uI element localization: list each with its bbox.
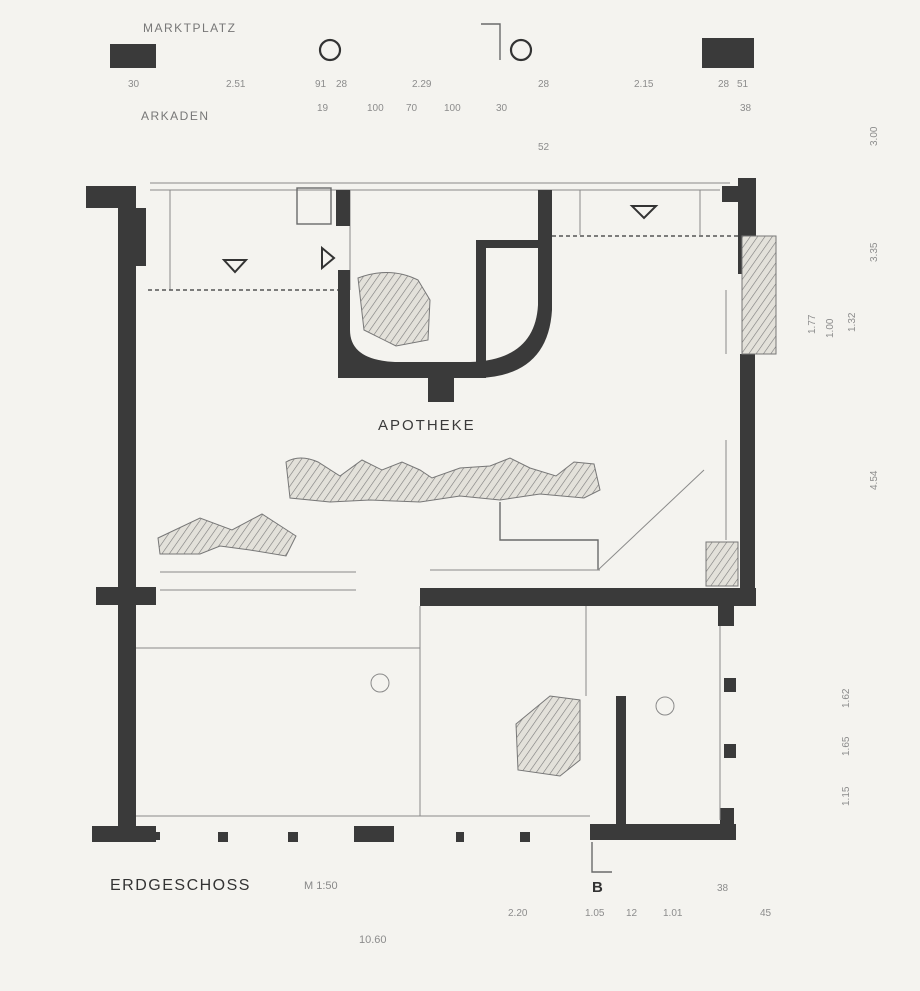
wall-left bbox=[118, 186, 136, 836]
dim-top: 28 bbox=[538, 79, 550, 90]
dim-arkaden: 100 bbox=[444, 103, 461, 114]
dim-right: 1.65 bbox=[841, 736, 852, 756]
column-top-2 bbox=[509, 38, 533, 62]
dim-right: 1.00 bbox=[825, 318, 836, 338]
dim-right: 3.35 bbox=[869, 242, 880, 262]
dim-arkaden: 100 bbox=[367, 103, 384, 114]
dim-top: 2.29 bbox=[412, 79, 432, 90]
dim-right: 1.15 bbox=[841, 786, 852, 806]
dim-arkaden: 30 bbox=[496, 103, 508, 114]
dim-right: 1.62 bbox=[841, 688, 852, 708]
dim-top: 28 bbox=[336, 79, 348, 90]
apotheke-counter-wall bbox=[338, 190, 552, 378]
dim-bottom: 1.05 bbox=[585, 908, 605, 919]
dim-right: 1.32 bbox=[847, 312, 858, 332]
marktplatz-label: MARKTPLATZ bbox=[143, 21, 237, 35]
dim-right: 4.54 bbox=[869, 470, 880, 490]
wall-bottom bbox=[92, 826, 156, 842]
dim-top: 2.15 bbox=[634, 79, 654, 90]
pier-top-right bbox=[702, 38, 754, 68]
section-marker-bottom bbox=[591, 842, 612, 873]
dim-arkaden: 70 bbox=[406, 103, 418, 114]
dim-note: 52 bbox=[538, 142, 550, 153]
dim-right: 3.00 bbox=[869, 126, 880, 146]
dim-top: 51 bbox=[737, 79, 749, 90]
bottom-38: 38 bbox=[717, 883, 729, 894]
dim-bottom: 45 bbox=[760, 908, 772, 919]
entrance-marker-right bbox=[629, 205, 659, 220]
dim-bottom: 1.01 bbox=[663, 908, 683, 919]
display-counter bbox=[285, 457, 601, 503]
dim-bottom: 2.20 bbox=[508, 908, 528, 919]
pier-top-left bbox=[110, 44, 156, 68]
floor-title: ERDGESCHOSS bbox=[110, 877, 251, 894]
dim-top: 91 bbox=[315, 79, 327, 90]
dim-top: 30 bbox=[128, 79, 140, 90]
dim-arkaden: 38 bbox=[740, 103, 752, 114]
dim-right: 1.77 bbox=[807, 314, 818, 334]
entrance-marker-left bbox=[221, 259, 249, 274]
section-marker-top bbox=[481, 23, 501, 60]
dim-bottom: 12 bbox=[626, 908, 638, 919]
arkaden-label: ARKADEN bbox=[141, 109, 210, 123]
dim-total-bottom: 10.60 bbox=[359, 934, 387, 946]
dim-arkaden: 19 bbox=[317, 103, 329, 114]
column-top-1 bbox=[318, 38, 342, 62]
wall-middle bbox=[420, 588, 756, 606]
dim-top: 2.51 bbox=[226, 79, 246, 90]
entrance-marker-mid bbox=[321, 245, 336, 271]
section-marker-label: B bbox=[592, 879, 603, 896]
dim-top: 28 bbox=[718, 79, 730, 90]
planter-left bbox=[157, 513, 297, 557]
apotheke-label: APOTHEKE bbox=[378, 417, 476, 434]
scale-label: M 1:50 bbox=[304, 880, 338, 892]
